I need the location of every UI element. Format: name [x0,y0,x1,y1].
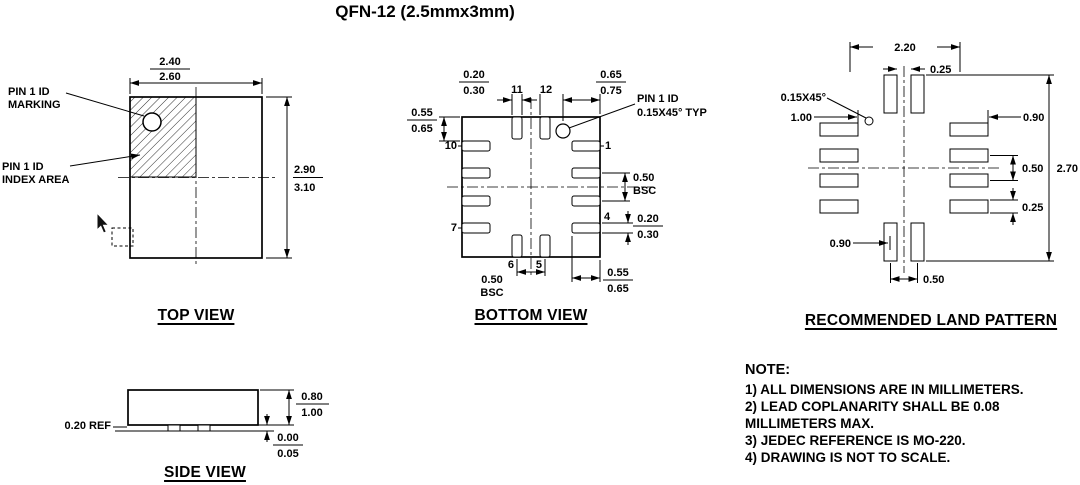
side-view-drawing: 0.20 REF 0.80 1.00 0.00 0.05 [65,389,329,460]
pin-12-label: 12 [540,84,552,96]
pin-7-label: 7 [451,222,457,234]
land-pads-top [883,74,925,114]
land-pattern-caption: RECOMMENDED LAND PATTERN [804,312,1058,329]
dim-body-width-min: 2.40 [159,56,180,68]
mouse-cursor [96,211,110,234]
pin1-marking-label-line1: PIN 1 ID [8,86,50,98]
dim-bottom-pitch-bsc: BSC [480,287,503,299]
dim-standoff-min: 0.00 [277,432,298,444]
dim-right-pitch-bsc: BSC [633,185,656,197]
dim-right-pitch: 0.50 [633,172,654,184]
pin1-id-label-line1: PIN 1 ID [637,93,679,105]
dim-top-pad-max: 0.30 [463,85,484,97]
pin1-index-label-line1: PIN 1 ID [2,161,44,173]
notes-block: NOTE: 1) ALL DIMENSIONS ARE IN MILLIMETE… [745,362,1080,466]
pin-1-label: 1 [605,140,611,152]
dim-lead-thickness: 0.20 REF [65,420,112,432]
pin-10-label: 10 [445,140,457,152]
pads-right [571,140,601,234]
top-view-drawing: 2.40 2.60 2.90 3.10 PIN 1 ID MARKING PIN… [2,56,323,267]
pin1-id-marking-circle [142,112,162,132]
land-pattern-drawing: 2.20 0.25 0.15X45° 1.00 0.90 0.50 2.70 0… [781,42,1078,286]
dim-left-pad: 1.00 [791,112,812,124]
dim-standoff-max: 0.05 [277,448,298,460]
dim-height-max: 1.00 [301,407,322,419]
dim-left-min: 0.55 [411,107,432,119]
hidden-corner-detail [111,227,134,247]
package-body [127,389,259,426]
dim-body-width-max: 2.60 [159,71,180,83]
centerlines [447,98,653,278]
dim-right-pad-min: 0.20 [637,213,658,225]
pin-4-label: 4 [604,211,611,223]
pin1-chamfer-marker-circle [864,116,874,126]
dim-bottom-pad-min: 0.55 [607,267,628,279]
dim-bottom-offset: 0.90 [830,238,851,250]
note-line: 2) LEAD COPLANARITY SHALL BE 0.08 [745,399,1000,414]
pads-top [511,116,551,140]
dim-top-pad-width: 0.25 [930,64,951,76]
side-view-caption: SIDE VIEW [164,464,246,481]
dim-left-max: 0.65 [411,123,432,135]
pads-bottom [511,234,551,258]
leads [167,424,211,432]
note-line: MILLIMETERS MAX. [745,416,874,431]
dim-span-y: 2.70 [1057,163,1078,175]
dim-row-pitch: 0.50 [1022,163,1043,175]
dim-bottom-pitch: 0.50 [481,274,502,286]
pin1-index-label-line2: INDEX AREA [2,174,69,186]
pin1-marking-label-line2: MARKING [8,99,61,111]
page-title: QFN-12 (2.5mmx3mm) [335,2,515,21]
notes-title: NOTE: [745,362,791,378]
dim-height-min: 0.80 [301,391,322,403]
dim-bottom-pitch: 0.50 [923,274,944,286]
note-line: 1) ALL DIMENSIONS ARE IN MILLIMETERS. [745,382,1024,397]
dim-top-corner-min: 0.65 [600,69,621,81]
pin1-index-hatch-area [129,96,197,178]
dim-side-pad-width: 0.25 [1022,202,1043,214]
note-line: 4) DRAWING IS NOT TO SCALE. [745,450,951,465]
pin-numbers: 11 12 10 1 7 4 6 5 [445,84,611,271]
pin1-id-label-line2: 0.15X45° TYP [637,107,707,119]
pin-11-label: 11 [511,84,523,96]
dim-right-pad: 0.90 [1023,112,1044,124]
package-outline [461,116,601,258]
pin-6-label: 6 [508,259,514,271]
bottom-view-drawing: 0.20 0.30 0.65 0.75 0.55 0.65 0.50 BSC 0… [407,69,707,299]
dim-span-x: 2.20 [894,42,915,54]
pin-5-label: 5 [536,259,542,271]
land-pads-right [949,122,989,214]
centerlines [808,66,1000,273]
note-line: 3) JEDEC REFERENCE IS MO-220. [745,433,966,448]
pads-left [461,140,491,234]
land-pads-left [819,122,859,214]
dim-body-height-min: 2.90 [294,164,315,176]
chamfer-label: 0.15X45° [781,92,826,104]
dimension-lines [814,42,1054,283]
dim-top-pad-min: 0.20 [463,69,484,81]
top-view-caption: TOP VIEW [157,307,235,324]
dim-top-corner-max: 0.75 [600,85,621,97]
dim-bottom-pad-max: 0.65 [607,283,628,295]
dim-body-height-max: 3.10 [294,182,315,194]
dimension-lines [65,68,323,259]
dimension-lines [113,389,329,446]
dimension-lines [407,81,663,282]
dim-right-pad-max: 0.30 [637,229,658,241]
bottom-view-caption: BOTTOM VIEW [474,307,588,324]
pin1-id-chamfer-circle [555,123,571,139]
